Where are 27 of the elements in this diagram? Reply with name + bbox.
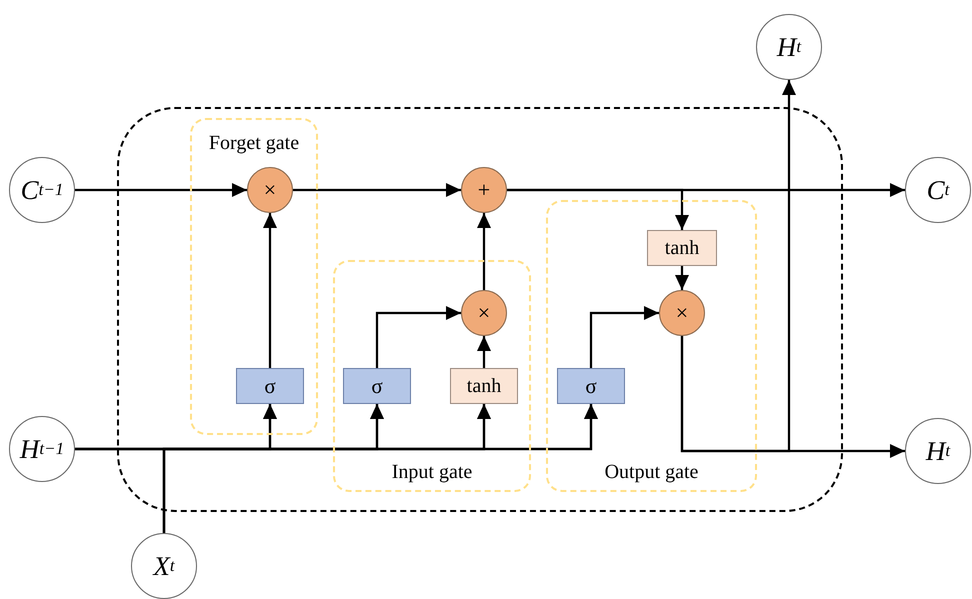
gate-label: Input gate [390, 461, 474, 484]
arrow [75, 183, 247, 197]
gate-region [190, 118, 318, 435]
sigmoid-layer: σ [236, 368, 304, 404]
arrow [680, 80, 796, 452]
gate-region [546, 200, 757, 492]
arrow [507, 188, 689, 230]
tanh-layer: tanh [450, 368, 518, 404]
arrow [162, 404, 598, 533]
operation-circle: × [659, 290, 705, 336]
operation-circle: × [247, 167, 293, 213]
arrow [477, 213, 491, 290]
arrow [376, 306, 461, 368]
gate-region [333, 260, 531, 492]
lstm-cell [117, 107, 843, 512]
tanh-layer: tanh [647, 230, 717, 266]
arrow [590, 306, 659, 368]
arrow [477, 336, 491, 368]
sigmoid-layer: σ [557, 368, 625, 404]
gate-label: Forget gate [208, 132, 300, 155]
gate-label: Output gate [604, 461, 700, 484]
operation-circle: × [461, 290, 507, 336]
sigmoid-layer: σ [343, 368, 411, 404]
arrow [293, 183, 461, 197]
arrow [263, 213, 277, 368]
arrow [675, 266, 689, 290]
operation-circle: + [461, 167, 507, 213]
